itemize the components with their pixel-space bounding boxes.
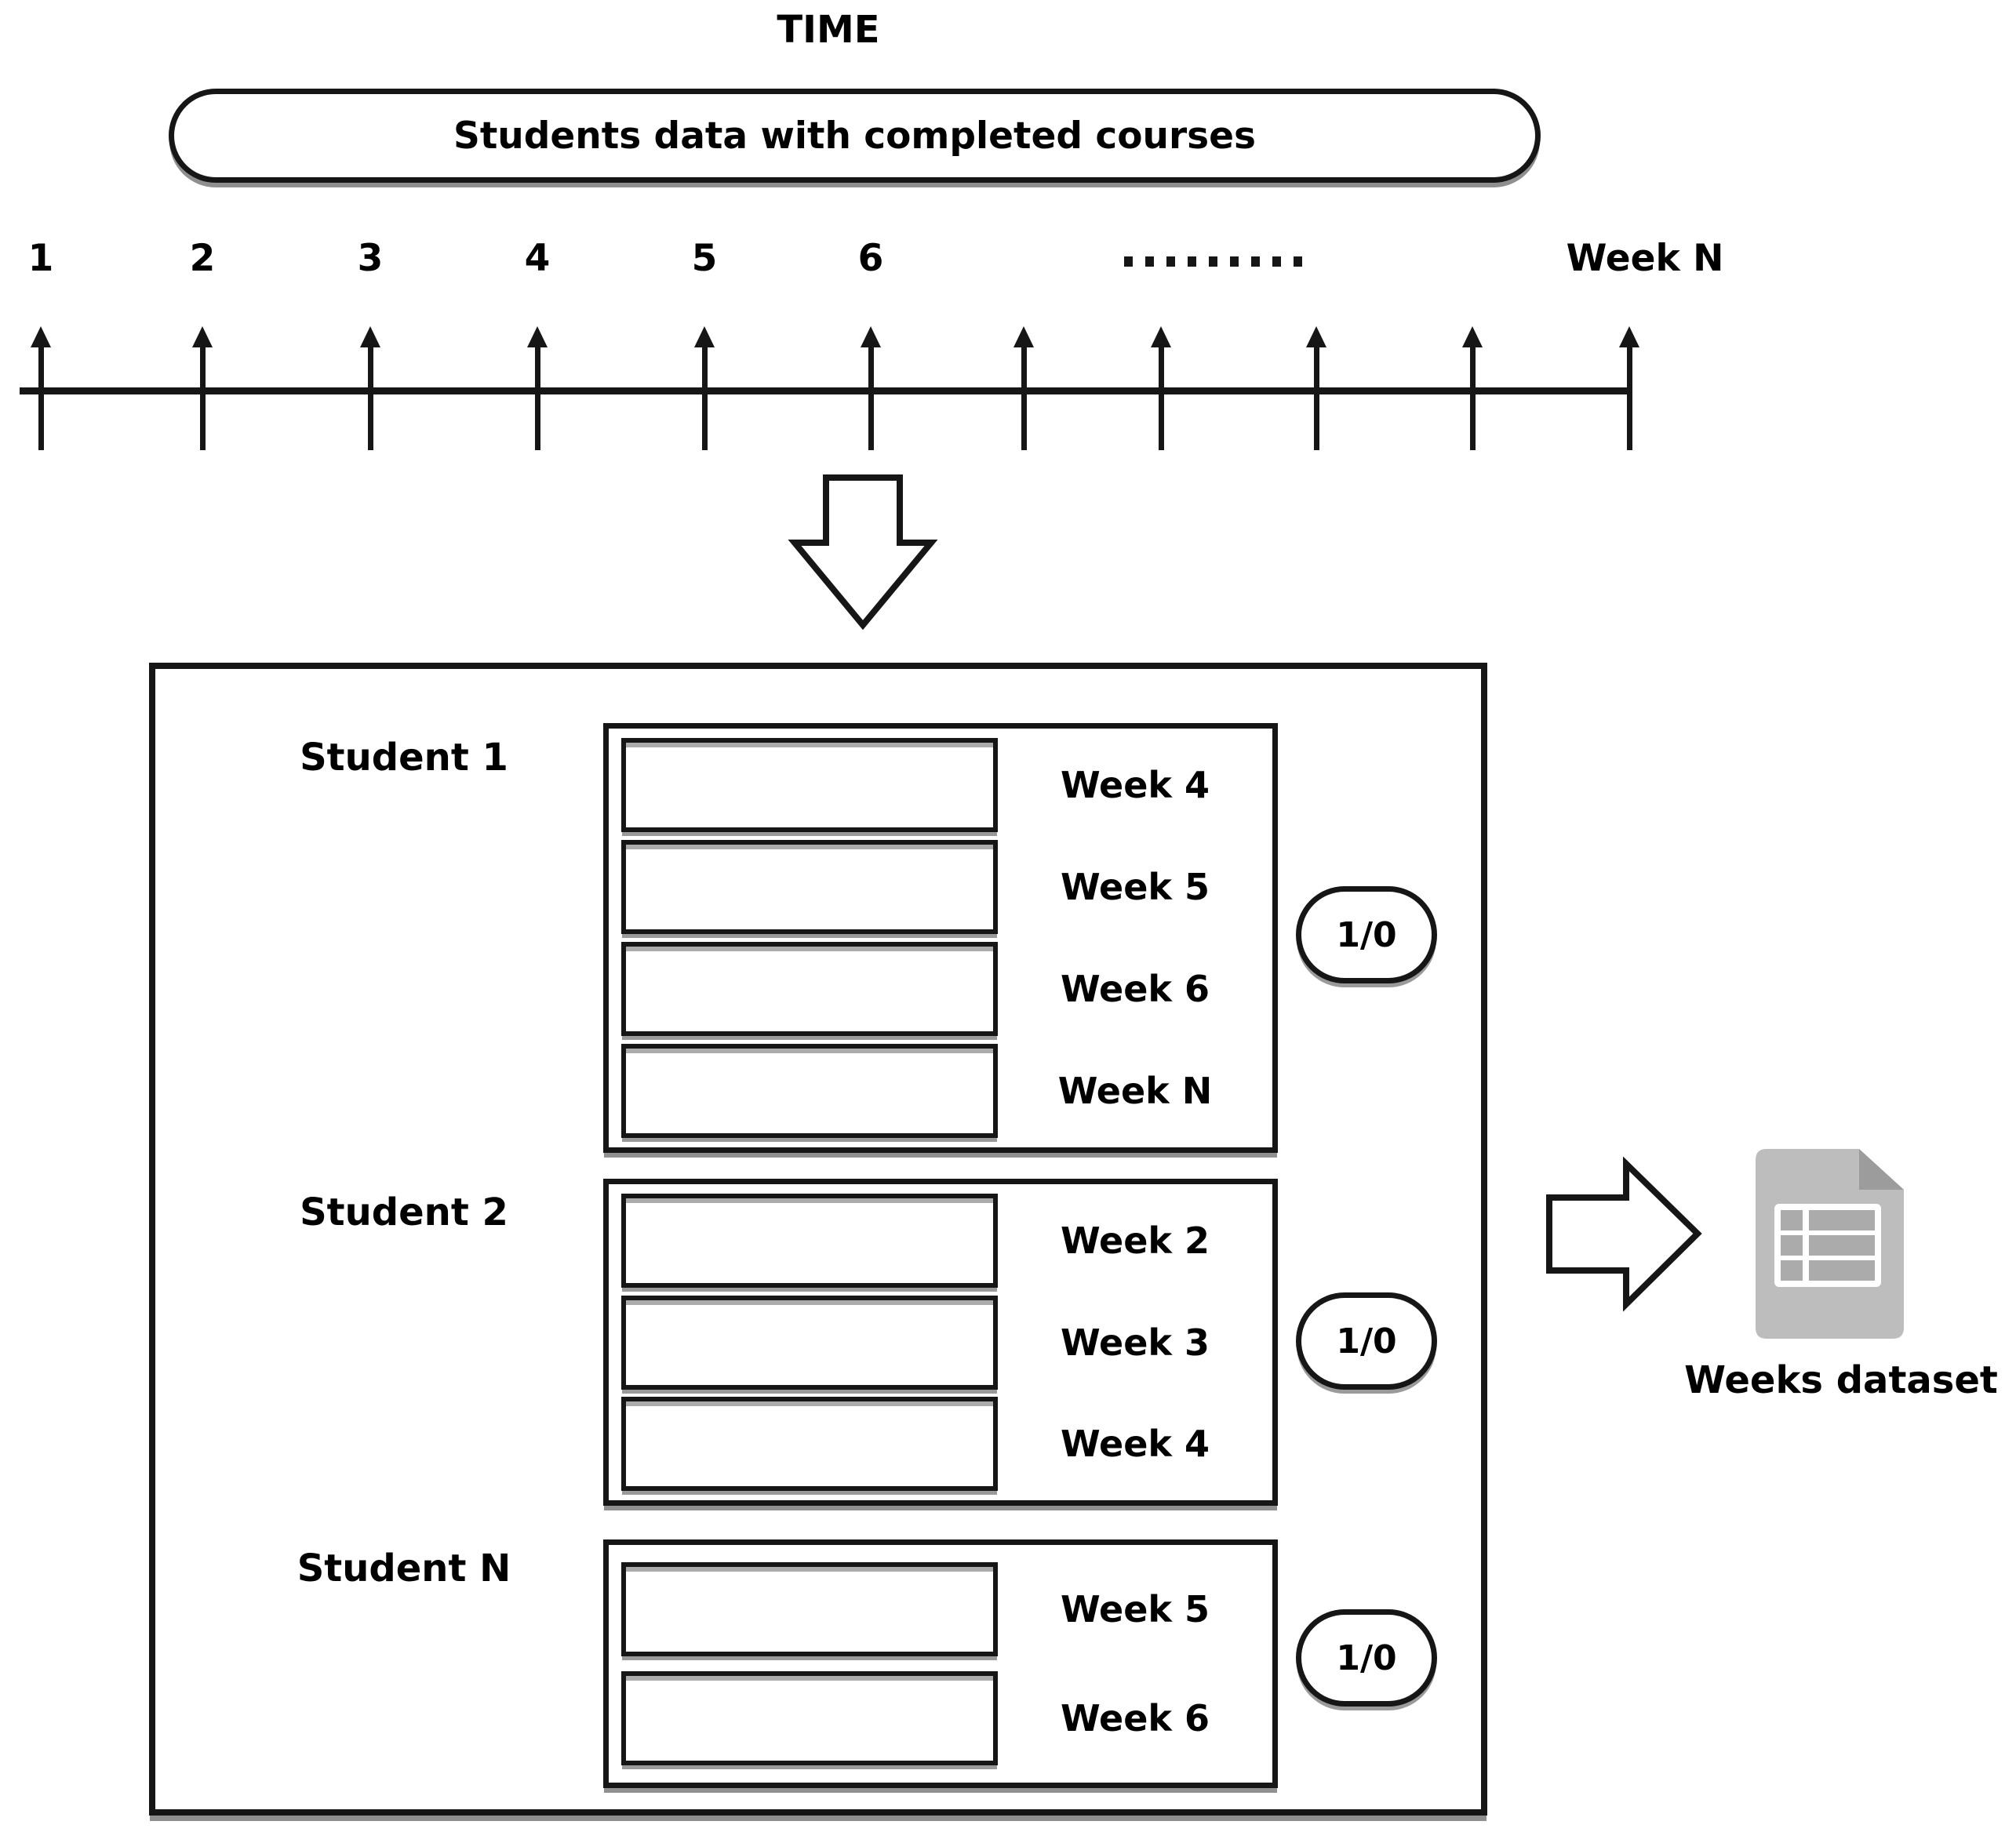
student-week-group: Week 4 Week 5 Week 6 Week N — [603, 723, 1278, 1153]
tick-arrowhead-icon — [527, 326, 548, 347]
tick-arrowhead-icon — [31, 326, 51, 347]
week-row: Week N — [609, 1044, 1272, 1138]
timeline-tick — [200, 345, 206, 450]
ellipsis-dot — [1188, 256, 1196, 267]
student-name-label: Student N — [297, 1547, 511, 1590]
ellipsis-dot — [1124, 256, 1133, 267]
ellipsis-dot — [1272, 256, 1281, 267]
binary-badge: 1/0 — [1296, 1609, 1437, 1707]
timeline-tick-label: 3 — [357, 236, 384, 280]
week-record-box — [621, 1295, 998, 1390]
weeks-dataset-label: Weeks dataset — [1684, 1358, 1998, 1402]
binary-badge: 1/0 — [1296, 1292, 1437, 1390]
tick-arrowhead-icon — [1462, 326, 1483, 347]
timeline-tick-label: 6 — [857, 236, 884, 280]
timeline-tick — [1021, 345, 1027, 450]
student-week-group: Week 5 Week 6 — [603, 1539, 1278, 1788]
tick-arrowhead-icon — [192, 326, 213, 347]
week-row: Week 2 — [609, 1193, 1272, 1288]
week-row: Week 6 — [609, 1671, 1272, 1766]
timeline-tick — [702, 345, 708, 450]
timeline-tick — [1159, 345, 1164, 450]
student-name-label: Student 1 — [300, 736, 508, 780]
tick-arrowhead-icon — [1619, 326, 1639, 347]
time-title: TIME — [777, 8, 880, 52]
timeline-tick-label: 5 — [691, 236, 718, 280]
week-record-box — [621, 1044, 998, 1138]
week-label: Week 2 — [1060, 1219, 1210, 1262]
right-arrow-icon — [1546, 1157, 1702, 1312]
down-arrow-icon — [788, 474, 938, 631]
students-data-pill: Students data with completed courses — [169, 89, 1541, 183]
week-record-box — [621, 1561, 998, 1656]
binary-badge: 1/0 — [1296, 886, 1437, 983]
timeline-axis — [20, 387, 1632, 394]
week-row: Week 5 — [609, 1561, 1272, 1656]
ellipsis-dot — [1166, 256, 1175, 267]
week-record-box — [621, 942, 998, 1036]
timeline-tick-label: 4 — [524, 236, 551, 280]
week-label: Week 5 — [1060, 1587, 1210, 1630]
week-label: Week 3 — [1060, 1321, 1210, 1364]
timeline-ellipsis-dots — [1124, 256, 1302, 267]
timeline-tick-label: 1 — [27, 236, 54, 280]
week-label: Week N — [1057, 1070, 1213, 1112]
ellipsis-dot — [1251, 256, 1260, 267]
week-row: Week 5 — [609, 840, 1272, 934]
tick-arrowhead-icon — [360, 326, 380, 347]
tick-arrowhead-icon — [1013, 326, 1034, 347]
timeline-tick — [868, 345, 874, 450]
tick-arrowhead-icon — [694, 326, 715, 347]
week-row: Week 4 — [609, 738, 1272, 832]
week-record-box — [621, 1193, 998, 1288]
timeline-tick — [1470, 345, 1476, 450]
tick-arrowhead-icon — [861, 326, 881, 347]
timeline-tick — [1314, 345, 1319, 450]
timeline-tick-label: 2 — [189, 236, 216, 280]
week-label: Week 5 — [1060, 866, 1210, 908]
week-row: Week 3 — [609, 1295, 1272, 1390]
student-week-group: Week 2 Week 3 Week 4 — [603, 1179, 1278, 1506]
week-row: Week 4 — [609, 1397, 1272, 1492]
spreadsheet-file-icon — [1756, 1149, 1904, 1339]
timeline-tick — [535, 345, 540, 450]
week-row: Week 6 — [609, 942, 1272, 1036]
week-record-box — [621, 1397, 998, 1492]
timeline-tick — [1627, 345, 1632, 450]
week-record-box — [621, 738, 998, 832]
timeline-tick — [38, 345, 44, 450]
timeline-tick — [368, 345, 373, 450]
tick-arrowhead-icon — [1306, 326, 1326, 347]
ellipsis-dot — [1209, 256, 1217, 267]
week-label: Week 4 — [1060, 1423, 1210, 1466]
week-label: Week 6 — [1060, 968, 1210, 1010]
student-name-label: Student 2 — [300, 1190, 508, 1234]
tick-arrowhead-icon — [1151, 326, 1171, 347]
ellipsis-dot — [1145, 256, 1154, 267]
timeline-end-label: Week N — [1566, 236, 1724, 280]
ellipsis-dot — [1294, 256, 1302, 267]
week-label: Week 4 — [1060, 764, 1210, 806]
week-record-box — [621, 1671, 998, 1766]
week-label: Week 6 — [1060, 1697, 1210, 1740]
ellipsis-dot — [1230, 256, 1239, 267]
week-record-box — [621, 840, 998, 934]
